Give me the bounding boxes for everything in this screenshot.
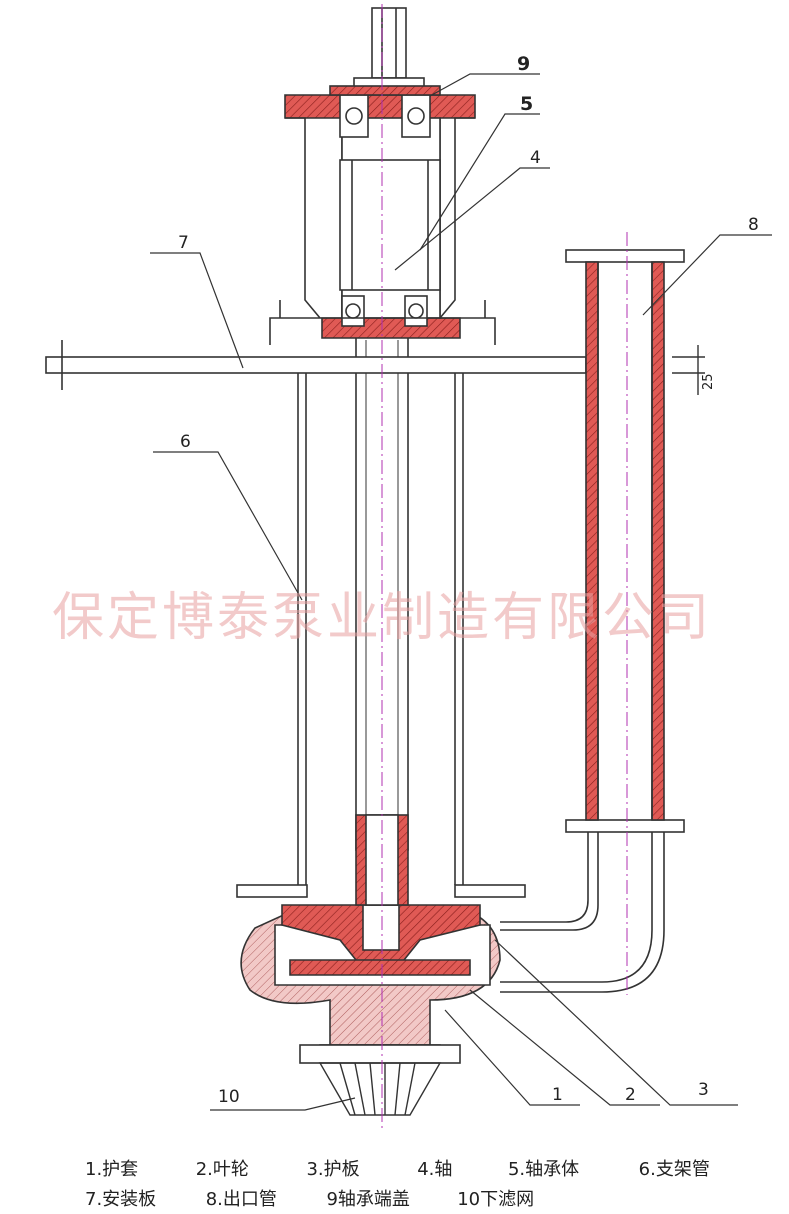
dimension-mark bbox=[672, 345, 705, 395]
mounting-plate bbox=[45, 340, 587, 390]
column-pipe bbox=[236, 373, 526, 898]
callout-2: 2 bbox=[625, 1085, 636, 1105]
discharge-pipe bbox=[500, 249, 685, 993]
callout-7: 7 bbox=[178, 233, 189, 253]
legend-item: 1.护套 bbox=[85, 1159, 139, 1180]
legend-item: 2.叶轮 bbox=[195, 1159, 249, 1180]
pump-casing bbox=[240, 814, 501, 1064]
callout-9: 9 bbox=[517, 53, 530, 75]
legend-item: 6.支架管 bbox=[638, 1159, 710, 1180]
callout-1: 1 bbox=[552, 1085, 563, 1105]
callout-5: 5 bbox=[520, 93, 533, 115]
legend-item: 9轴承端盖 bbox=[326, 1189, 410, 1210]
legend-item: 10下滤网 bbox=[457, 1189, 535, 1210]
callout-3: 3 bbox=[698, 1080, 709, 1100]
callout-8: 8 bbox=[748, 215, 759, 235]
dimension-25: 25 bbox=[701, 373, 716, 390]
legend-item: 8.出口管 bbox=[205, 1189, 277, 1210]
watermark: 保定博泰泵业制造有限公司 bbox=[52, 588, 713, 648]
legend-item: 5.轴承体 bbox=[507, 1159, 580, 1180]
legend-row-2: 7.安装板 8.出口管 9轴承端盖 10下滤网 bbox=[85, 1185, 534, 1211]
callout-6: 6 bbox=[180, 432, 191, 452]
callout-4: 4 bbox=[530, 148, 541, 168]
leader-lines bbox=[150, 73, 772, 1111]
strainer bbox=[318, 1062, 442, 1116]
legend-item: 7.安装板 bbox=[85, 1189, 157, 1210]
legend-item: 4.轴 bbox=[417, 1159, 453, 1180]
callout-10: 10 bbox=[218, 1087, 240, 1107]
center-axis bbox=[381, 4, 628, 1128]
legend-item: 3.护板 bbox=[306, 1159, 360, 1180]
legend-row-1: 1.护套 2.叶轮 3.护板 4.轴 5.轴承体 6.支架管 bbox=[85, 1155, 710, 1181]
bearing-housing bbox=[284, 85, 476, 339]
